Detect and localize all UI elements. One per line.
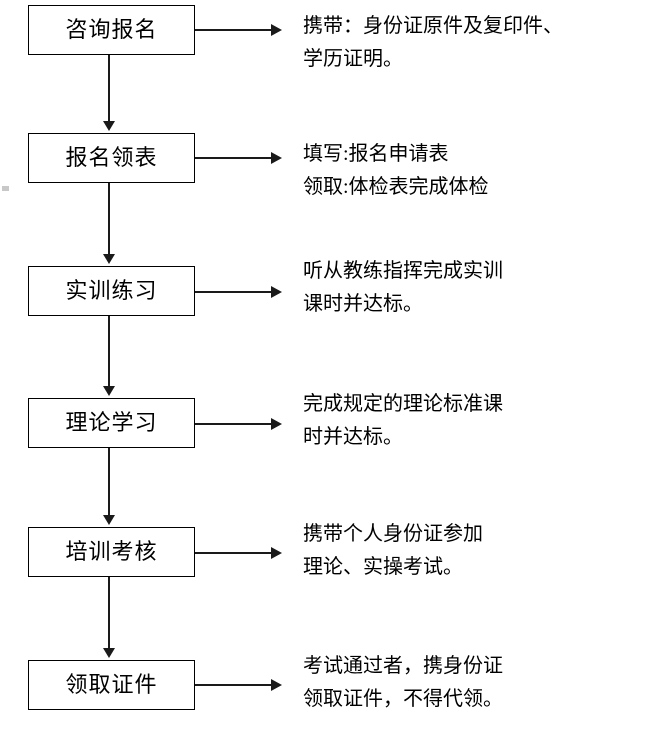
annotation-step-1: 携带：身份证原件及复印件、 学历证明。 (303, 10, 653, 76)
arrowhead-down-step-5-to-6 (103, 648, 115, 658)
scan-artifact (2, 186, 9, 191)
annotation-line: 携带：身份证原件及复印件、 (303, 15, 563, 37)
arrowhead-right-step-5 (271, 547, 282, 559)
connector-down-step-1-to-2 (108, 55, 110, 123)
connector-right-step-1 (195, 29, 273, 31)
process-box-label: 实训练习 (65, 278, 158, 303)
annotation-line: 理论、实操考试。 (303, 556, 463, 578)
connector-right-step-3 (195, 291, 273, 293)
process-box-step-5[interactable]: 培训考核 (28, 527, 195, 577)
arrowhead-right-step-4 (271, 418, 282, 430)
annotation-line: 携带个人身份证参加 (303, 523, 483, 545)
arrowhead-right-step-3 (271, 286, 282, 298)
process-box-step-2[interactable]: 报名领表 (28, 133, 195, 183)
annotation-line: 完成规定的理论标准课 (303, 393, 503, 415)
process-box-label: 理论学习 (65, 410, 158, 435)
annotation-step-2: 填写:报名申请表 领取:体检表完成体检 (303, 138, 653, 204)
annotation-line: 听从教练指挥完成实训 (303, 260, 503, 282)
arrowhead-right-step-2 (271, 152, 282, 164)
connector-down-step-4-to-5 (108, 448, 110, 517)
arrowhead-down-step-4-to-5 (103, 515, 115, 525)
annotation-line: 填写:报名申请表 (303, 143, 449, 165)
arrowhead-down-step-3-to-4 (103, 386, 115, 396)
arrowhead-down-step-2-to-3 (103, 254, 115, 264)
process-box-step-6[interactable]: 领取证件 (28, 660, 195, 710)
annotation-step-4: 完成规定的理论标准课 时并达标。 (303, 388, 653, 454)
connector-down-step-3-to-4 (108, 316, 110, 388)
process-box-step-1[interactable]: 咨询报名 (28, 5, 195, 55)
process-box-step-4[interactable]: 理论学习 (28, 398, 195, 448)
annotation-line: 考试通过者，携身份证 (303, 655, 503, 677)
process-box-label: 报名领表 (65, 145, 158, 170)
arrowhead-right-step-1 (271, 24, 282, 36)
process-box-label: 咨询报名 (65, 17, 158, 42)
process-box-label: 培训考核 (65, 539, 158, 564)
connector-down-step-5-to-6 (108, 577, 110, 650)
annotation-line: 领取证件，不得代领。 (303, 688, 503, 710)
process-box-label: 领取证件 (65, 672, 158, 697)
annotation-line: 领取:体检表完成体检 (303, 176, 489, 198)
connector-right-step-4 (195, 423, 273, 425)
annotation-line: 学历证明。 (303, 48, 403, 70)
annotation-step-5: 携带个人身份证参加 理论、实操考试。 (303, 518, 653, 584)
annotation-step-6: 考试通过者，携身份证 领取证件，不得代领。 (303, 650, 653, 716)
annotation-line: 时并达标。 (303, 426, 403, 448)
annotation-line: 课时并达标。 (303, 293, 423, 315)
connector-right-step-6 (195, 684, 273, 686)
process-box-step-3[interactable]: 实训练习 (28, 266, 195, 316)
annotation-step-3: 听从教练指挥完成实训 课时并达标。 (303, 255, 653, 321)
arrowhead-right-step-6 (271, 679, 282, 691)
connector-down-step-2-to-3 (108, 183, 110, 256)
connector-right-step-2 (195, 157, 273, 159)
arrowhead-down-step-1-to-2 (103, 121, 115, 131)
connector-right-step-5 (195, 552, 273, 554)
